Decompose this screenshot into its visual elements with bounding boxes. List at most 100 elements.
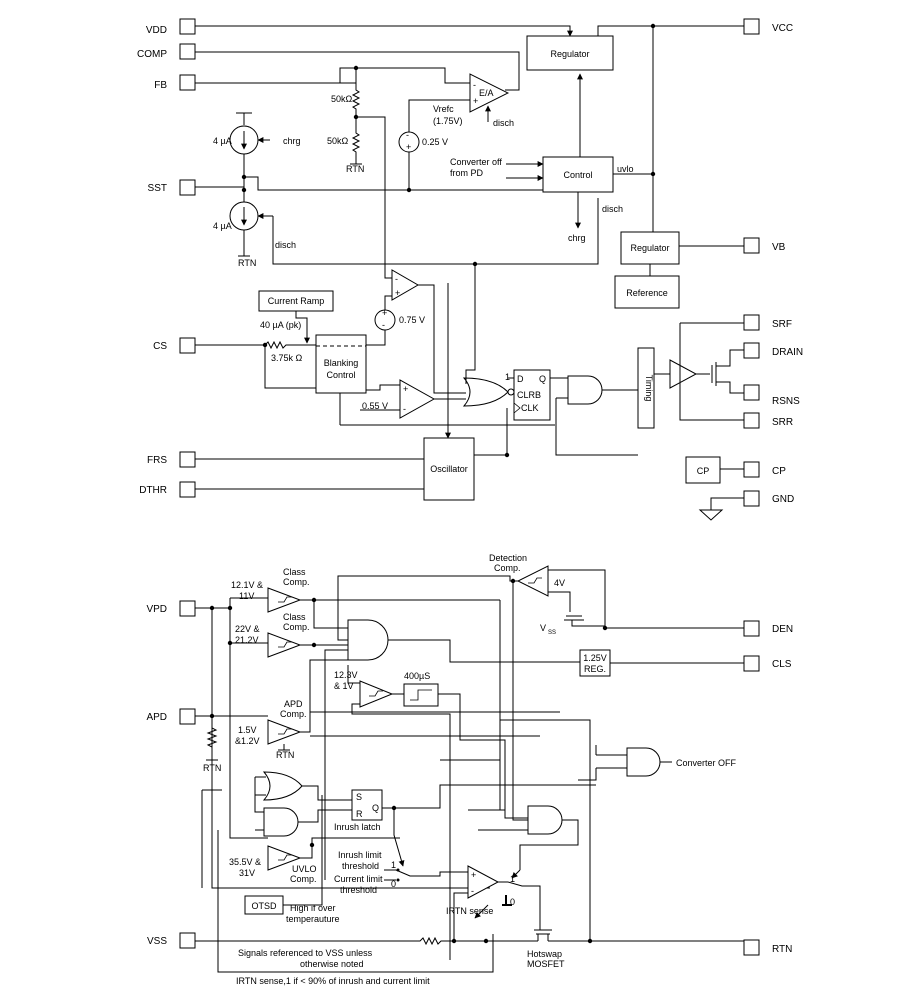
hotswap-label-1: Hotswap <box>527 949 562 959</box>
curr-lim-label-1: Current limit <box>334 874 383 884</box>
reg-125-block: 1.25V REG. <box>579 649 611 677</box>
latch-and-gate <box>263 807 299 837</box>
apd-comparator <box>267 719 302 745</box>
vrefc-label-1: Vrefc <box>433 104 454 114</box>
sw-1-label: 1 <box>391 860 396 870</box>
rtn-cmp-label: RTN <box>276 750 294 760</box>
pin-fb-label: FB <box>154 80 167 91</box>
top-diagram: VDD COMP FB SST CS FRS DTHR <box>137 18 803 521</box>
pin-vcc: VCC <box>743 18 793 35</box>
vss-sub2-label: SS <box>548 630 556 636</box>
timing-label: Timing <box>644 375 654 402</box>
pin-rtn-label: RTN <box>772 944 792 955</box>
conv-off-label-1: Converter off <box>450 157 502 167</box>
high-label-1: High if over <box>290 903 336 913</box>
detect-label-1: Detection <box>489 553 527 563</box>
latch-s-label: S <box>356 792 362 802</box>
ff-clrb-label: CLRB <box>517 390 541 400</box>
cp-block-label: CP <box>697 466 710 476</box>
class1-v2-label: 11V <box>239 591 254 601</box>
irtn-note-label: IRTN sense,1 if < 90% of inrush and curr… <box>236 976 430 986</box>
pin-drain-label: DRAIN <box>772 347 803 358</box>
signals-label-2: otherwise noted <box>300 959 364 969</box>
pin-sst: SST <box>148 179 196 196</box>
v055-label: 0.55 V <box>362 401 388 411</box>
detect-label-2: Comp. <box>494 563 521 573</box>
pin-dthr-label: DTHR <box>139 485 167 496</box>
sw-0-label: 0 <box>391 879 396 889</box>
class1-label-1: Class <box>283 567 306 577</box>
error-amplifier: E/A - + <box>469 73 510 113</box>
chrg-ctrl-label: chrg <box>568 233 586 243</box>
v4-label: 4V <box>554 578 565 588</box>
i4ua-bot-label: 4 µA <box>213 221 232 231</box>
pin-vb: VB <box>743 237 786 254</box>
hotswap-and-gate <box>527 805 563 835</box>
regulator-1-label: Regulator <box>550 49 589 59</box>
hysteresis-comparator <box>359 680 394 708</box>
hys-v2-label: & 1V <box>334 681 354 691</box>
sw2-0-label: 0 <box>510 897 515 907</box>
rtn-apd-label: RTN <box>203 763 221 773</box>
inrush-latch: S R Q <box>351 789 383 821</box>
disch-sst-label: disch <box>275 240 296 250</box>
pin-srf-label: SRF <box>772 319 792 330</box>
timing-block: Timing <box>637 347 655 429</box>
pin-dthr: DTHR <box>139 481 196 498</box>
timer-400us <box>403 683 439 707</box>
ea-label: E/A <box>479 88 494 98</box>
converter-off-label: Converter OFF <box>676 758 737 768</box>
ramp-pk-label: 40 µA (pk) <box>260 320 301 330</box>
class-comparator-1 <box>267 587 302 613</box>
pin-frs-label: FRS <box>147 455 167 466</box>
pin-srr: SRR <box>743 412 793 429</box>
signals-label-1: Signals referenced to VSS unless <box>238 948 373 958</box>
pin-vcc-label: VCC <box>772 23 793 34</box>
pin-vdd: VDD <box>146 18 196 36</box>
class1-label-2: Comp. <box>283 577 310 587</box>
i4ua-top-label: 4 µA <box>213 136 232 146</box>
latch-or-gate <box>262 771 303 801</box>
flip-flop: D Q CLRB CLK <box>513 369 551 421</box>
pin-fb: FB <box>154 74 196 91</box>
or-gate <box>462 377 515 407</box>
t400-label: 400µS <box>404 671 430 681</box>
rtn-sst-label: RTN <box>238 258 256 268</box>
pin-frs: FRS <box>147 451 196 468</box>
reference-block: Reference <box>614 275 680 309</box>
uvlo-label-1: UVLO <box>292 864 317 874</box>
blanking-label-2: Control <box>326 370 355 380</box>
pin-apd-label: APD <box>146 712 167 723</box>
pin-cs-label: CS <box>153 341 167 352</box>
reg125-label-1: 1.25V <box>583 653 607 663</box>
v025-label: 0.25 V <box>422 137 448 147</box>
pin-vdd-label: VDD <box>146 25 167 36</box>
svg-text:+: + <box>382 308 387 318</box>
conv-off-label-2: from PD <box>450 168 484 178</box>
blanking-control-block: Blanking Control <box>315 334 367 394</box>
r375k-label: 3.75k Ω <box>271 353 303 363</box>
inrush-lim-label-1: Inrush limit <box>338 850 382 860</box>
svg-text:-: - <box>403 404 406 414</box>
current-limit-amplifier: + - <box>467 865 500 899</box>
pin-srf: SRF <box>743 314 792 331</box>
pin-vss-label: VSS <box>147 936 167 947</box>
converter-off-and-gate <box>626 747 661 777</box>
disch-ctrl-label: disch <box>602 204 623 214</box>
svg-text:+: + <box>403 384 408 394</box>
current-ramp-block: Current Ramp <box>258 290 334 312</box>
blanking-label-1: Blanking <box>324 358 359 368</box>
class-and-gate <box>347 619 389 661</box>
oscillator-block: Oscillator <box>423 437 475 501</box>
svg-text:-: - <box>473 80 476 90</box>
pin-rsns-label: RSNS <box>772 396 800 407</box>
pin-cp-label: CP <box>772 466 786 477</box>
latch-q-label: Q <box>372 803 379 813</box>
svg-text:-: - <box>406 130 409 140</box>
r50k-bot-label: 50kΩ <box>327 136 349 146</box>
current-ramp-label: Current Ramp <box>268 296 325 306</box>
pin-comp: COMP <box>137 43 196 60</box>
sw2-1-label: 1 <box>510 874 515 884</box>
svg-text:-: - <box>382 320 385 330</box>
class2-label-1: Class <box>283 612 306 622</box>
